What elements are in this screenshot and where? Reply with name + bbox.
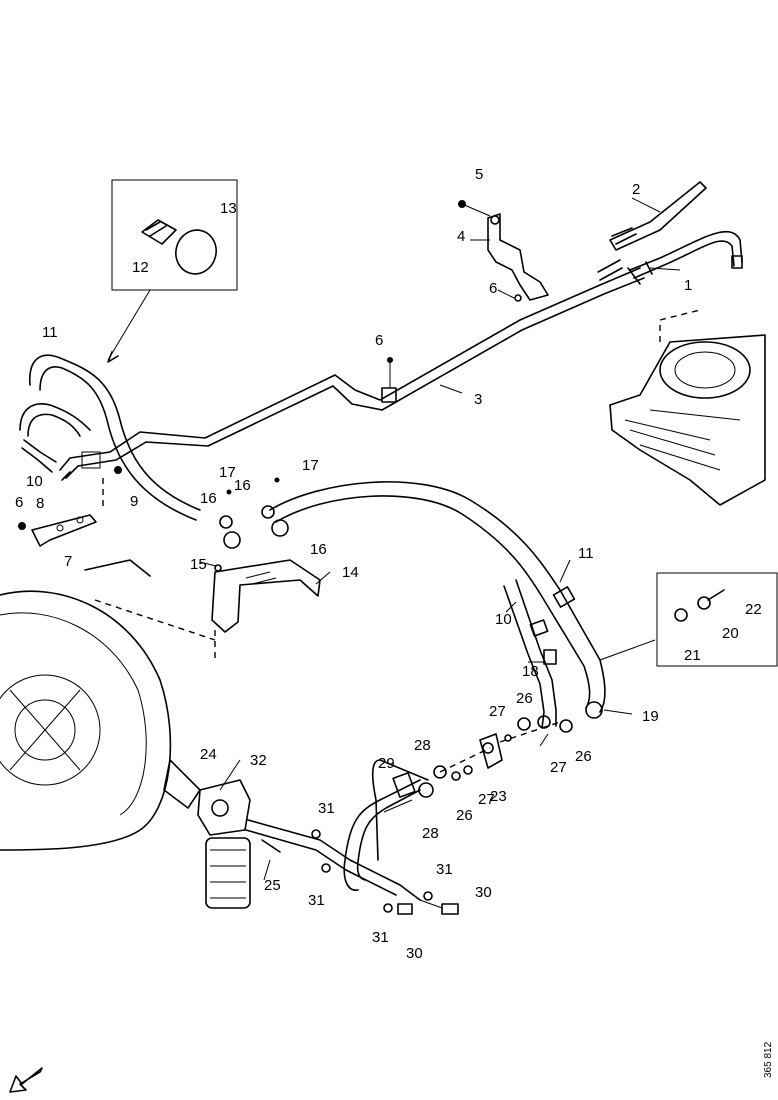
clips-16 <box>219 477 280 529</box>
callout-17: 17 <box>302 457 319 474</box>
callout-14: 14 <box>342 564 359 581</box>
pipe-2 <box>597 181 707 281</box>
callout-30: 30 <box>475 884 492 901</box>
callout-26: 26 <box>516 690 533 707</box>
callout-31: 31 <box>372 929 389 946</box>
callout-27: 27 <box>478 791 495 808</box>
bracket-14 <box>211 519 321 660</box>
hose-11-upper <box>19 354 201 521</box>
hose-1 <box>627 230 743 285</box>
bracket-7 <box>18 478 104 547</box>
callout-26: 26 <box>456 807 473 824</box>
bracket-4 <box>487 213 549 301</box>
callout-11: 11 <box>578 545 594 562</box>
screws-30-31 <box>311 829 459 915</box>
detail-inset-clamp <box>107 179 238 363</box>
callout-16: 16 <box>310 541 327 558</box>
orientation-arrow-icon <box>9 1067 43 1093</box>
callout-24: 24 <box>200 746 217 763</box>
callout-1: 1 <box>684 277 692 294</box>
callout-21: 21 <box>684 647 701 664</box>
callout-10: 10 <box>495 611 512 628</box>
callout-6: 6 <box>489 280 497 297</box>
callout-30: 30 <box>406 945 423 962</box>
filter-assembly <box>163 759 421 909</box>
callout-15: 15 <box>190 556 207 573</box>
callout-3: 3 <box>474 391 482 408</box>
callout-31: 31 <box>308 892 325 909</box>
callout-5: 5 <box>475 166 483 183</box>
callout-16: 16 <box>234 477 251 494</box>
callout-2: 2 <box>632 181 640 198</box>
callout-13: 13 <box>220 200 237 217</box>
callout-32: 32 <box>250 752 267 769</box>
callout-26: 26 <box>575 748 592 765</box>
callout-27: 27 <box>489 703 506 720</box>
callout-8: 8 <box>36 495 44 512</box>
return-pipe-29 <box>343 759 434 891</box>
drawing-code: 365 812 <box>763 1041 774 1078</box>
callout-10: 10 <box>26 473 43 490</box>
gear-wheel <box>0 559 216 851</box>
callout-6: 6 <box>375 332 383 349</box>
callout-31: 31 <box>436 861 453 878</box>
callout-28: 28 <box>422 825 439 842</box>
callout-27: 27 <box>550 759 567 776</box>
callout-18: 18 <box>522 663 539 680</box>
callout-23: 23 <box>490 788 507 805</box>
callout-22: 22 <box>745 601 762 618</box>
pump-housing <box>609 309 766 506</box>
detail-inset-fitting <box>599 572 778 667</box>
callout-6: 6 <box>15 494 23 511</box>
callout-4: 4 <box>457 228 465 245</box>
hose-11-lower <box>269 481 606 729</box>
callout-7: 7 <box>64 553 72 570</box>
callout-29: 29 <box>378 755 395 772</box>
callout-17: 17 <box>219 464 236 481</box>
callout-20: 20 <box>722 625 739 642</box>
callout-9: 9 <box>130 493 138 510</box>
fitting-cluster <box>433 715 573 781</box>
callout-16: 16 <box>200 490 217 507</box>
callout-28: 28 <box>414 737 431 754</box>
callout-12: 12 <box>132 259 149 276</box>
screws-5-6 <box>114 200 522 474</box>
callout-25: 25 <box>264 877 281 894</box>
leader-lines <box>199 197 681 881</box>
callout-31: 31 <box>318 800 335 817</box>
callout-19: 19 <box>642 708 659 725</box>
callout-11: 11 <box>42 324 58 341</box>
pipe-assembly-3 <box>59 267 645 481</box>
